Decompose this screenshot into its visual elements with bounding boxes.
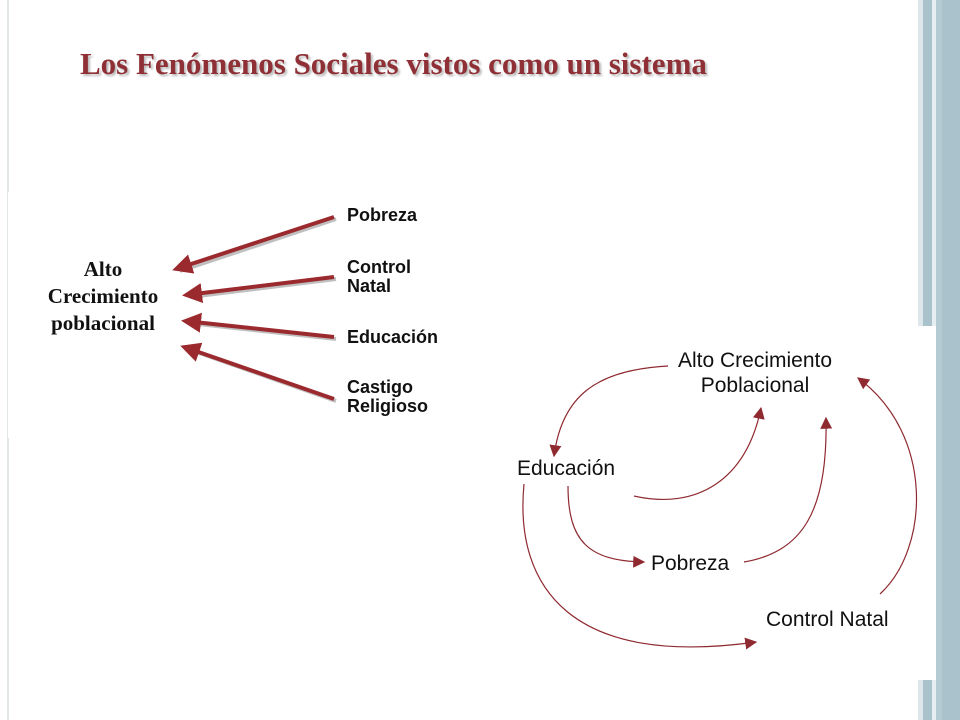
- cause-line: Control: [347, 257, 411, 277]
- target-line: poblacional: [51, 311, 155, 335]
- arrow-educacion: [181, 312, 335, 339]
- node-alto-crecimiento: Alto Crecimiento Poblacional: [662, 348, 848, 398]
- node-control-natal: Control Natal: [766, 608, 889, 631]
- arrow-castigo-religioso: [180, 342, 335, 401]
- cause-line: Educación: [347, 327, 439, 347]
- slide-border-stripe: [942, 0, 960, 720]
- slide-border-stripe: [936, 0, 942, 720]
- arrow-control-natal: [182, 275, 335, 303]
- cause-control-natal: Control Natal: [347, 258, 411, 296]
- edge-educacion-to-control: [522, 483, 758, 650]
- causes-arrows: [172, 215, 337, 403]
- node-educacion: Educación: [517, 457, 616, 480]
- arrow-pobreza: [172, 215, 335, 274]
- cause-educacion: Educación: [347, 328, 438, 347]
- edge-alto-to-educacion: [549, 365, 669, 458]
- feedback-loop-diagram: Alto Crecimiento Poblacional Educación P…: [496, 326, 936, 680]
- target-node-alto-crecimiento: Alto Crecimiento poblacional: [24, 256, 182, 337]
- cause-line: Religioso: [347, 396, 429, 416]
- edge-control-to-alto: [857, 377, 918, 595]
- cause-line: Natal: [347, 276, 392, 296]
- target-line: Crecimiento: [47, 284, 159, 308]
- target-line: Alto: [83, 257, 123, 281]
- cause-pobreza: Pobreza: [347, 206, 417, 225]
- edge-educacion-to-pobreza: [567, 485, 646, 568]
- cause-line: Castigo: [347, 377, 414, 397]
- node-pobreza: Pobreza: [651, 552, 730, 575]
- edge-pobreza-to-alto: [743, 416, 833, 563]
- loop-connectors: [522, 365, 918, 650]
- cause-castigo-religioso: Castigo Religioso: [347, 378, 428, 416]
- edge-educacion-to-alto: [633, 406, 765, 500]
- causes-diagram: Alto Crecimiento poblacional Pobreza Con…: [8, 192, 478, 438]
- node-line: Alto Crecimiento: [677, 349, 833, 372]
- slide-title: Los Fenómenos Sociales vistos como un si…: [80, 46, 707, 81]
- cause-line: Pobreza: [347, 205, 418, 225]
- node-line: Poblacional: [700, 374, 810, 397]
